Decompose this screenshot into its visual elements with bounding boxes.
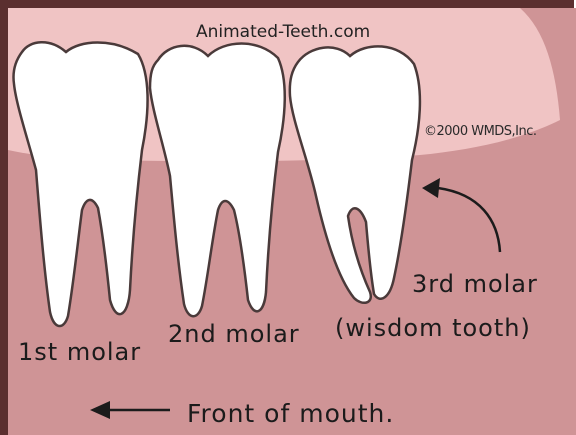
copyright-text: ©2000 WMDS,Inc. <box>424 124 537 139</box>
third-molar-label: 3rd molar <box>412 270 538 298</box>
second-molar-label: 2nd molar <box>168 320 300 348</box>
site-title: Animated-Teeth.com <box>196 22 370 42</box>
wisdom-tooth-label: (wisdom tooth) <box>335 314 531 342</box>
first-molar-label: 1st molar <box>18 338 141 366</box>
left-border <box>0 0 8 435</box>
front-of-mouth-label: Front of mouth. <box>187 399 394 428</box>
top-border <box>2 0 574 8</box>
